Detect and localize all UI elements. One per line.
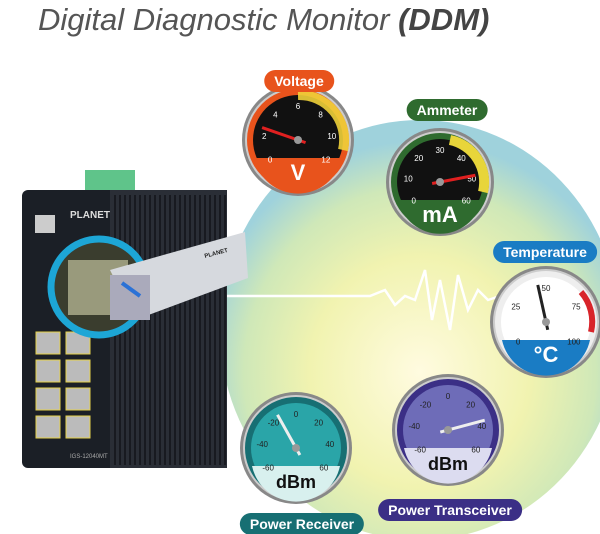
temperature-tick-label: 50 — [542, 284, 551, 293]
power-receiver-label: Power Receiver — [239, 513, 365, 534]
power-transceiver-label: Power Transceiver — [378, 499, 522, 521]
voltage-unit: V — [291, 160, 306, 185]
power-receiver-tick-label: 0 — [294, 410, 299, 419]
ammeter-needle-hub — [436, 178, 444, 186]
power-receiver-unit: dBm — [276, 472, 316, 492]
voltage-gauge: V 0 2 4 6 8 10 12 — [242, 84, 354, 196]
heartbeat-line — [200, 269, 501, 331]
title-acronym: (DDM) — [398, 2, 490, 37]
temperature-tick-label: 75 — [572, 302, 581, 311]
ammeter-tick-label: 10 — [404, 174, 413, 183]
power-transceiver-tick-label: 0 — [446, 392, 451, 401]
rj45-port — [65, 359, 91, 383]
power-transceiver-tick-label: 20 — [466, 401, 475, 410]
power-transceiver-unit-band — [404, 448, 492, 484]
temperature-label: Temperature — [493, 241, 597, 263]
industrial-switch: PLANET IGS-12040MT PLANET — [22, 170, 248, 468]
power-transceiver-tick-label: -60 — [414, 446, 426, 455]
voltage-tick-label: 10 — [327, 132, 336, 141]
switch-model: IGS-12040MT — [70, 454, 108, 460]
power-receiver-tick-label: -40 — [256, 440, 268, 449]
ammeter-tick-label: 20 — [414, 154, 423, 163]
temperature-tick-label: 0 — [516, 338, 521, 347]
voltage-needle-hub — [294, 136, 302, 144]
voltage-tick-label: 4 — [273, 111, 278, 120]
power-transceiver-gauge: dBm-60 -40 -20 0 20 40 60 — [392, 374, 504, 486]
power-receiver-needle-hub — [292, 444, 300, 452]
temperature-unit: °C — [534, 342, 559, 367]
temperature-unit-band — [502, 340, 590, 376]
temperature-tick-label: 100 — [567, 338, 581, 347]
rj45-port — [35, 331, 61, 355]
power-receiver-tick-label: -60 — [262, 464, 274, 473]
ammeter-tick-label: 60 — [462, 196, 471, 205]
ammeter-tick-label: 30 — [436, 146, 445, 155]
power-receiver-gauge: dBm-60 -40 -20 0 20 40 60 — [240, 392, 352, 504]
voltage-unit-band — [254, 158, 342, 194]
page-title: Digital Diagnostic Monitor (DDM) — [38, 2, 489, 38]
temperature-gauge: °C 0 25 50 75 100 — [490, 266, 600, 378]
voltage-tick-label: 12 — [321, 156, 330, 165]
power-receiver-tick-label: 60 — [319, 464, 328, 473]
temperature-needle-hub — [542, 318, 550, 326]
voltage-label: Voltage — [264, 70, 334, 92]
power-transceiver-needle-hub — [444, 426, 452, 434]
rj45-port — [35, 359, 61, 383]
power-receiver-tick-label: -20 — [268, 419, 280, 428]
voltage-tick-label: 0 — [268, 156, 273, 165]
power-transceiver-tick-label: 60 — [471, 446, 480, 455]
rj45-port — [65, 387, 91, 411]
power-transceiver-tick-label: -40 — [408, 422, 420, 431]
voltage-tick-label: 8 — [318, 111, 323, 120]
switch-brand: PLANET — [70, 210, 110, 221]
voltage-tick-label: 6 — [296, 102, 301, 111]
ammeter-tick-label: 40 — [457, 154, 466, 163]
rj45-port — [35, 387, 61, 411]
ammeter-gauge: mA 0 10 20 30 40 50 60 — [386, 128, 494, 236]
ammeter-tick-label: 0 — [412, 196, 417, 205]
power-receiver-tick-label: 20 — [314, 419, 323, 428]
ammeter-label: Ammeter — [406, 99, 488, 121]
power-transceiver-unit: dBm — [428, 454, 468, 474]
rj45-port — [35, 415, 61, 439]
ammeter-unit-band — [398, 200, 482, 234]
temperature-tick-label: 25 — [511, 302, 520, 311]
ammeter-tick-label: 50 — [467, 174, 476, 183]
title-text: Digital Diagnostic Monitor — [38, 2, 399, 37]
rj45-port — [65, 415, 91, 439]
ammeter-unit: mA — [422, 202, 458, 227]
power-transceiver-tick-label: -20 — [420, 401, 432, 410]
voltage-tick-label: 2 — [262, 132, 267, 141]
power-receiver-unit-band — [252, 466, 340, 502]
power-receiver-tick-label: 40 — [325, 440, 334, 449]
power-transceiver-tick-label: 40 — [477, 422, 486, 431]
